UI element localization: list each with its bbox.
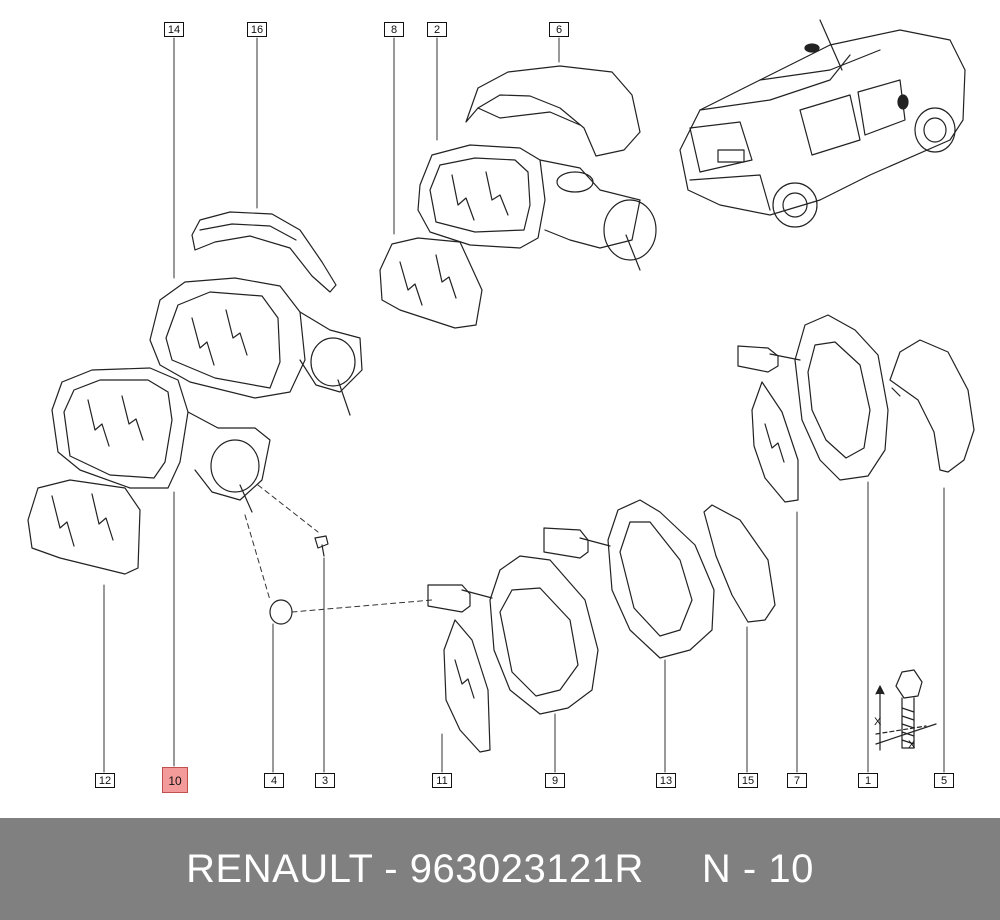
- part-11-glass: [443, 619, 491, 753]
- part-2-housing: [417, 144, 657, 271]
- callout-1: 1: [858, 773, 878, 788]
- dimension-label: X: [874, 716, 882, 728]
- part-6-cover: [465, 65, 641, 157]
- part-3-screw: [314, 535, 329, 557]
- part-9-housing: [427, 555, 599, 715]
- callout-12: 12: [95, 773, 115, 788]
- car-illustration: [679, 19, 966, 228]
- callout-7: 7: [787, 773, 807, 788]
- callout-13: 13: [656, 773, 676, 788]
- part-13-housing: [543, 499, 715, 659]
- part-8-glass: [379, 237, 483, 329]
- callout-11: 11: [432, 773, 452, 788]
- part-16-cover: [191, 211, 337, 293]
- part-4-washer: [269, 599, 293, 625]
- footer-bar: RENAULT - 963023121R N - 10: [0, 818, 1000, 920]
- callout-8: 8: [384, 22, 404, 37]
- part-1-housing: [737, 314, 889, 481]
- callout-4: 4: [264, 773, 284, 788]
- part-15-cover: [703, 504, 776, 623]
- part-7-glass: [751, 381, 799, 503]
- parts-diagram: X X 14 16 8 2 6 12 10 4 3 11 9 13 15 7 1…: [27, 19, 975, 793]
- bolt-dimension: [875, 669, 937, 751]
- callout-6: 6: [549, 22, 569, 37]
- dashed-lines: [244, 484, 433, 613]
- part-12-glass: [27, 479, 141, 575]
- callout-3: 3: [315, 773, 335, 788]
- part-5-cover: [889, 339, 975, 473]
- callout-15: 15: [738, 773, 758, 788]
- leader-lines: [103, 37, 945, 773]
- dimension-label-2: X: [908, 739, 916, 751]
- callout-9: 9: [545, 773, 565, 788]
- callout-10-highlighted: 10: [162, 767, 188, 793]
- callout-2: 2: [427, 22, 447, 37]
- part-10-mirror: [51, 367, 271, 513]
- part-number-caption: RENAULT - 963023121R N - 10: [186, 846, 814, 891]
- part-14-mirror: [149, 277, 363, 416]
- callout-5: 5: [934, 773, 954, 788]
- callout-16: 16: [247, 22, 267, 37]
- diagram-drawing: X X: [27, 19, 975, 773]
- callout-14: 14: [164, 22, 184, 37]
